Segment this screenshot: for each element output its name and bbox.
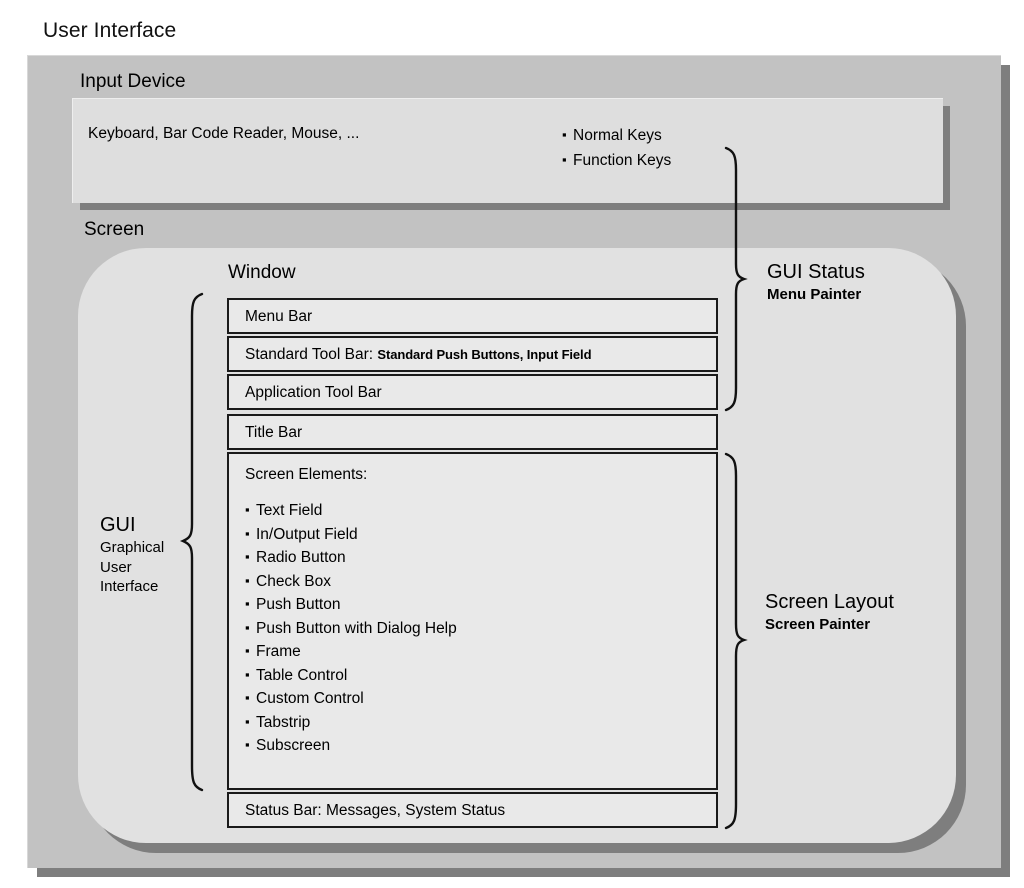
square-bullet-icon: ▪ — [245, 502, 250, 517]
menu-bar-label: Menu Bar — [245, 307, 313, 325]
square-bullet-icon: ▪ — [245, 572, 250, 588]
square-bullet-icon: ▪ — [562, 127, 567, 142]
standard-tool-bar-sub: Standard Push Buttons, Input Field — [377, 346, 592, 362]
square-bullet-icon: ▪ — [245, 619, 250, 635]
screen-elements-box: Screen Elements: ▪ Text Field ▪ In/Output … — [227, 452, 718, 790]
list-item: ▪ Push Button with Dialog Help — [245, 617, 716, 641]
gui-annotation: GUI Graphical User Interface — [100, 513, 220, 597]
menu-bar-box: Menu Bar — [227, 298, 718, 334]
curly-brace-right-icon — [724, 146, 748, 412]
gui-subtitle-line1: Graphical — [100, 539, 165, 556]
application-tool-bar-label: Application Tool Bar — [245, 383, 382, 401]
gui-title: GUI — [100, 514, 136, 536]
gui-subtitle-line3: Interface — [100, 578, 159, 595]
square-bullet-icon: ▪ — [245, 690, 250, 705]
list-item: ▪ Text Field — [245, 499, 716, 523]
list-item: ▪ Function Keys — [562, 148, 671, 173]
square-bullet-icon: ▪ — [245, 666, 250, 682]
status-bar-label: Status Bar: Messages, System Status — [245, 801, 506, 819]
application-tool-bar-box: Application Tool Bar — [227, 374, 718, 410]
screen-layout-subtitle: Screen Painter — [765, 616, 871, 633]
title-bar-label: Title Bar — [245, 423, 303, 441]
list-item-label: Text Field — [256, 502, 323, 519]
input-device-devices-text: Keyboard, Bar Code Reader, Mouse, ... — [88, 125, 360, 142]
screen-label: Screen — [84, 219, 145, 240]
standard-tool-bar-label: Standard Tool Bar: Standard Push Buttons… — [229, 345, 592, 364]
list-item: ▪ Frame — [245, 640, 716, 664]
title-bar-box: Title Bar — [227, 414, 718, 450]
curly-brace-right-icon — [724, 452, 748, 830]
list-item: ▪ Push Button — [245, 593, 716, 617]
list-item-label: Tabstrip — [256, 713, 311, 731]
input-device-box — [72, 98, 943, 203]
input-device-keys-list: ▪ Normal Keys ▪ Function Keys — [562, 123, 671, 173]
list-item-label: Function Keys — [573, 152, 672, 169]
list-item: ▪ Table Control — [245, 664, 716, 688]
square-bullet-icon: ▪ — [562, 152, 567, 167]
screen-elements-list: ▪ Text Field ▪ In/Output Field ▪ Radio Butt… — [229, 499, 716, 758]
list-item: ▪ Check Box — [245, 570, 716, 594]
list-item: ▪ Tabstrip — [245, 711, 716, 735]
list-item: ▪ In/Output Field — [245, 523, 716, 547]
gui-status-title: GUI Status — [767, 261, 865, 283]
list-item: ▪ Subscreen — [245, 734, 716, 758]
list-item-label: Radio Button — [256, 549, 346, 566]
screen-layout-title: Screen Layout — [765, 591, 894, 613]
gui-subtitle-line2: User — [100, 558, 132, 576]
list-item-label: Push Button with Dialog Help — [256, 619, 457, 637]
window-label: Window — [228, 262, 296, 283]
page-title: User Interface — [43, 19, 177, 42]
input-device-label: Input Device — [80, 71, 186, 92]
list-item-label: Custom Control — [256, 690, 364, 707]
square-bullet-icon: ▪ — [245, 596, 250, 611]
screen-elements-heading: Screen Elements: — [245, 466, 368, 483]
list-item-label: Normal Keys — [573, 127, 662, 144]
list-item-label: In/Output Field — [256, 525, 358, 543]
square-bullet-icon: ▪ — [245, 713, 250, 729]
curly-brace-left-icon — [179, 292, 204, 792]
list-item-label: Subscreen — [256, 737, 331, 754]
square-bullet-icon: ▪ — [245, 549, 250, 564]
square-bullet-icon: ▪ — [245, 525, 250, 541]
status-bar-box: Status Bar: Messages, System Status — [227, 792, 718, 828]
list-item-label: Push Button — [256, 596, 341, 613]
list-item-label: Check Box — [256, 572, 331, 590]
screen-layout-annotation: Screen Layout Screen Painter — [765, 590, 975, 635]
list-item-label: Frame — [256, 643, 301, 660]
list-item-label: Table Control — [256, 666, 348, 684]
square-bullet-icon: ▪ — [245, 643, 250, 658]
standard-tool-bar-title: Standard Tool Bar: — [245, 345, 374, 363]
list-item: ▪ Normal Keys — [562, 123, 671, 148]
gui-status-subtitle: Menu Painter — [767, 286, 862, 303]
gui-status-annotation: GUI Status Menu Painter — [767, 260, 967, 305]
standard-tool-bar-box: Standard Tool Bar: Standard Push Buttons… — [227, 336, 718, 372]
list-item: ▪ Radio Button — [245, 546, 716, 570]
square-bullet-icon: ▪ — [245, 737, 250, 752]
list-item: ▪ Custom Control — [245, 687, 716, 711]
